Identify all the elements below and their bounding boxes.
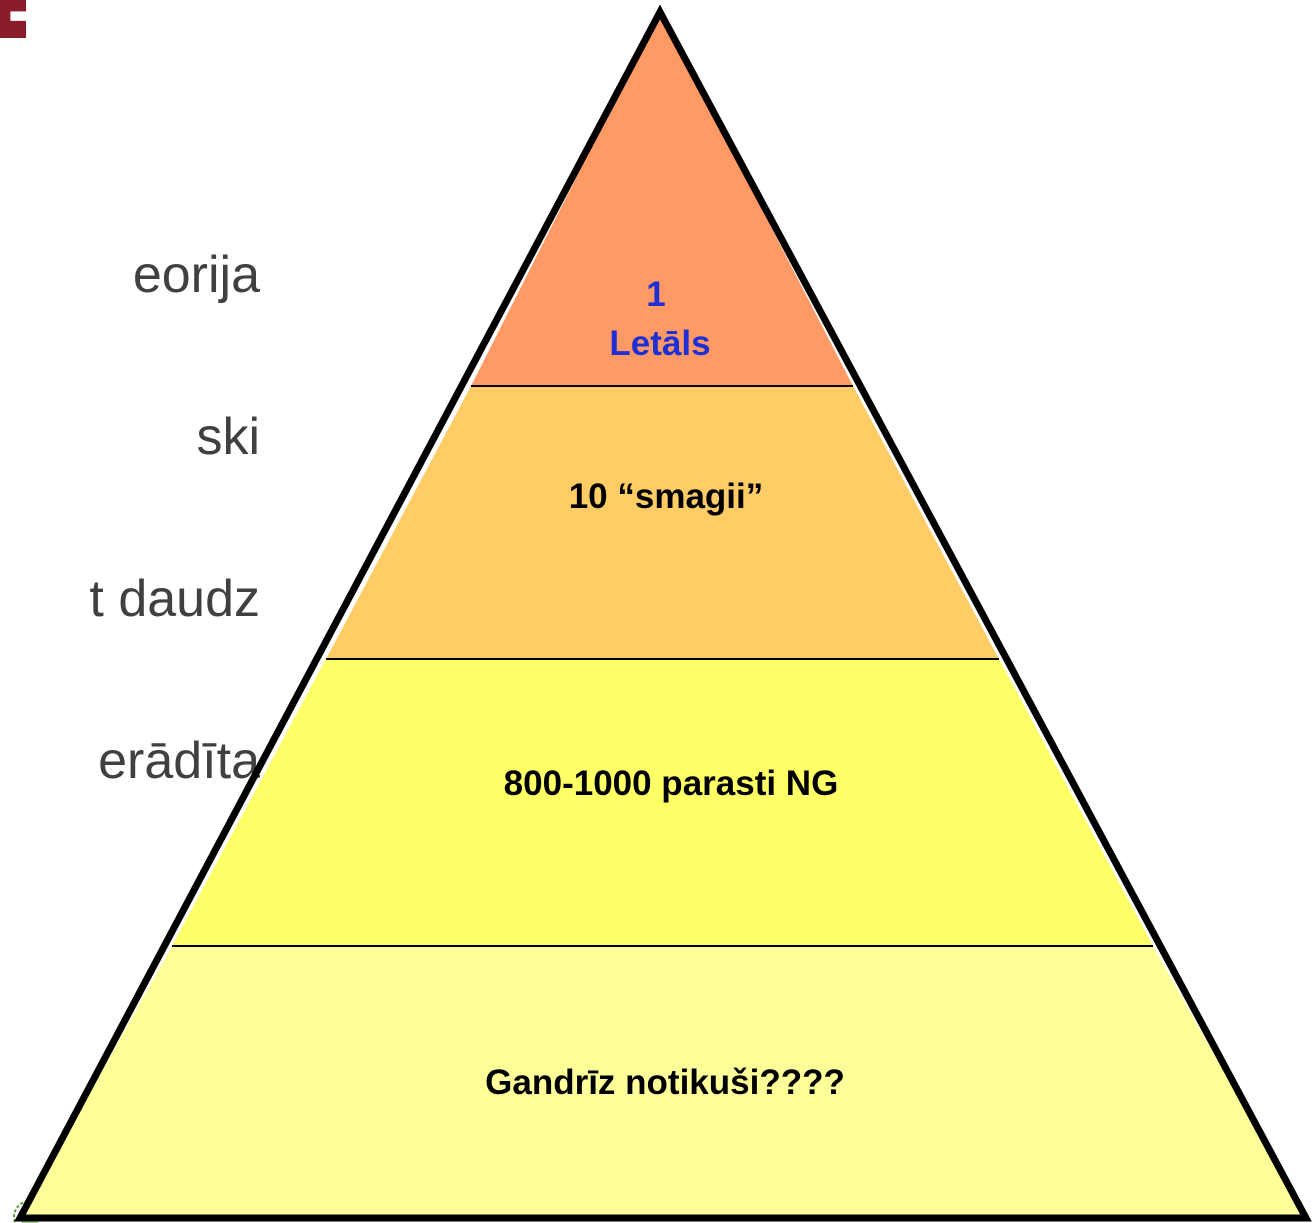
pyramid-tier-3-label: 800-1000 parasti NG — [504, 764, 839, 803]
body-text-line-3: t daudz — [89, 570, 260, 628]
pyramid-tier-1-fill — [471, 12, 853, 386]
pyramid-tier-2-fill — [326, 386, 999, 659]
body-text-line-2: ski — [196, 408, 260, 466]
pyramid-tier-1-label: Letāls — [609, 324, 710, 363]
pyramid-tier-1-count: 1 — [646, 275, 665, 314]
pyramid-outline — [14, 4, 1312, 1222]
pyramid-tier-2-label: 10 “smagii” — [569, 477, 764, 516]
pyramid-tier-3-fill — [172, 659, 1153, 946]
body-text-line-1: eorija — [132, 246, 260, 304]
slide-body-text: eorija ski t daudz erādīta — [0, 140, 260, 842]
body-text-line-4: erādīta — [98, 732, 260, 790]
pyramid-tier-4-fill — [20, 946, 1306, 1218]
pyramid-tier-4-label: Gandrīz notikuši???? — [485, 1063, 845, 1102]
